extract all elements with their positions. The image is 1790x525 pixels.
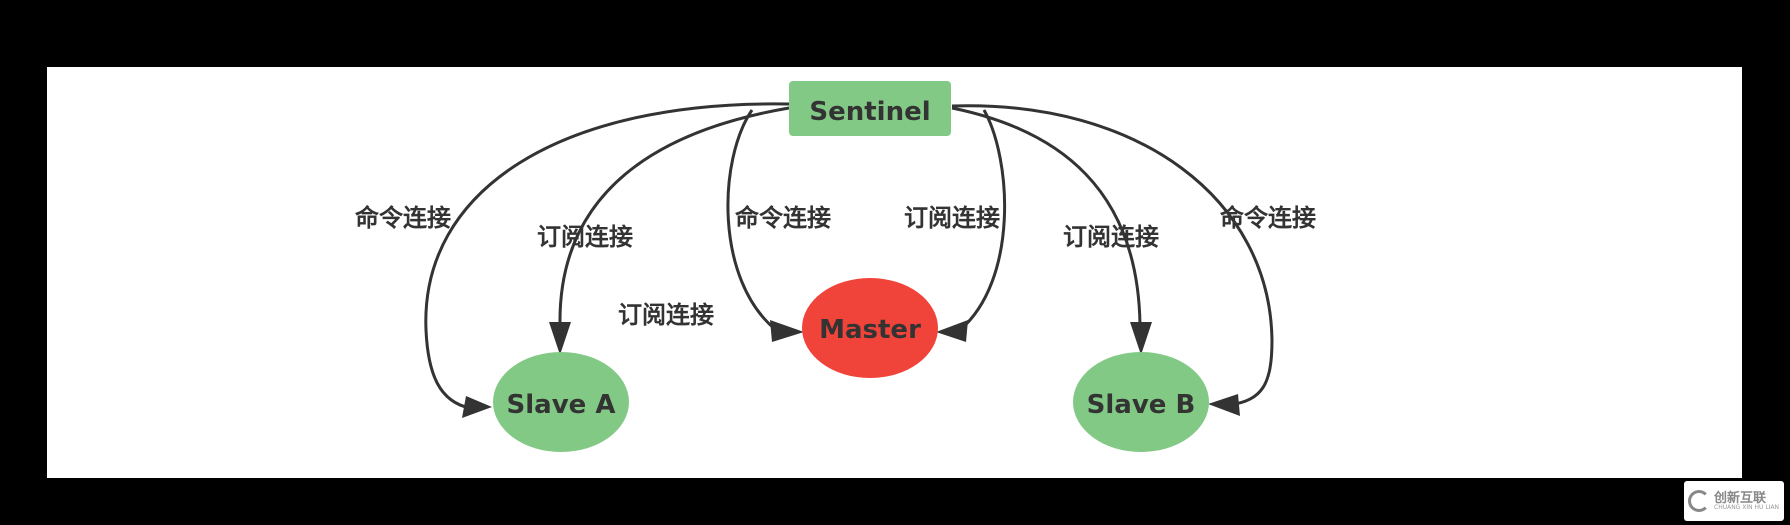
slave-a-node	[493, 352, 629, 452]
watermark-text: 创新互联	[1714, 490, 1767, 506]
sentinel-node	[789, 81, 951, 136]
arrow-sub-slave-a	[549, 322, 571, 355]
label-sub-master-inner: 订阅连接	[618, 301, 714, 329]
master-label: Master	[819, 315, 921, 345]
arrow-cmd-slave-a	[462, 396, 492, 418]
edge-cmd-slave-a	[424, 102, 790, 410]
slave-a-label: Slave A	[507, 390, 616, 420]
slave-b-label: Slave B	[1087, 390, 1196, 420]
master-node	[802, 278, 938, 378]
watermark: 创新互联 CHUANG XIN HU LIAN	[1684, 481, 1784, 521]
label-cmd-master: 命令连接	[735, 204, 831, 232]
arrow-cmd-master	[770, 320, 804, 342]
label-sub-master: 订阅连接	[904, 204, 1000, 232]
edge-sub-slave-b	[951, 106, 1142, 326]
watermark-logo-icon	[1688, 490, 1710, 512]
edge-sub-master	[959, 109, 1007, 332]
arrow-sub-slave-b	[1130, 322, 1152, 355]
edge-cmd-slave-b	[951, 104, 1274, 407]
label-sub-slave-a: 订阅连接	[537, 223, 633, 251]
arrow-cmd-slave-b	[1208, 394, 1240, 416]
sentinel-label: Sentinel	[809, 97, 930, 127]
edge-cmd-master	[726, 109, 777, 332]
label-cmd-slave-b: 命令连接	[1220, 204, 1316, 232]
label-sub-slave-b: 订阅连接	[1063, 223, 1159, 251]
edge-sub-slave-a	[558, 106, 790, 326]
label-cmd-slave-a: 命令连接	[355, 204, 451, 232]
slave-b-node	[1073, 352, 1209, 452]
arrow-sub-master	[936, 320, 968, 342]
watermark-subtext: CHUANG XIN HU LIAN	[1714, 503, 1780, 511]
